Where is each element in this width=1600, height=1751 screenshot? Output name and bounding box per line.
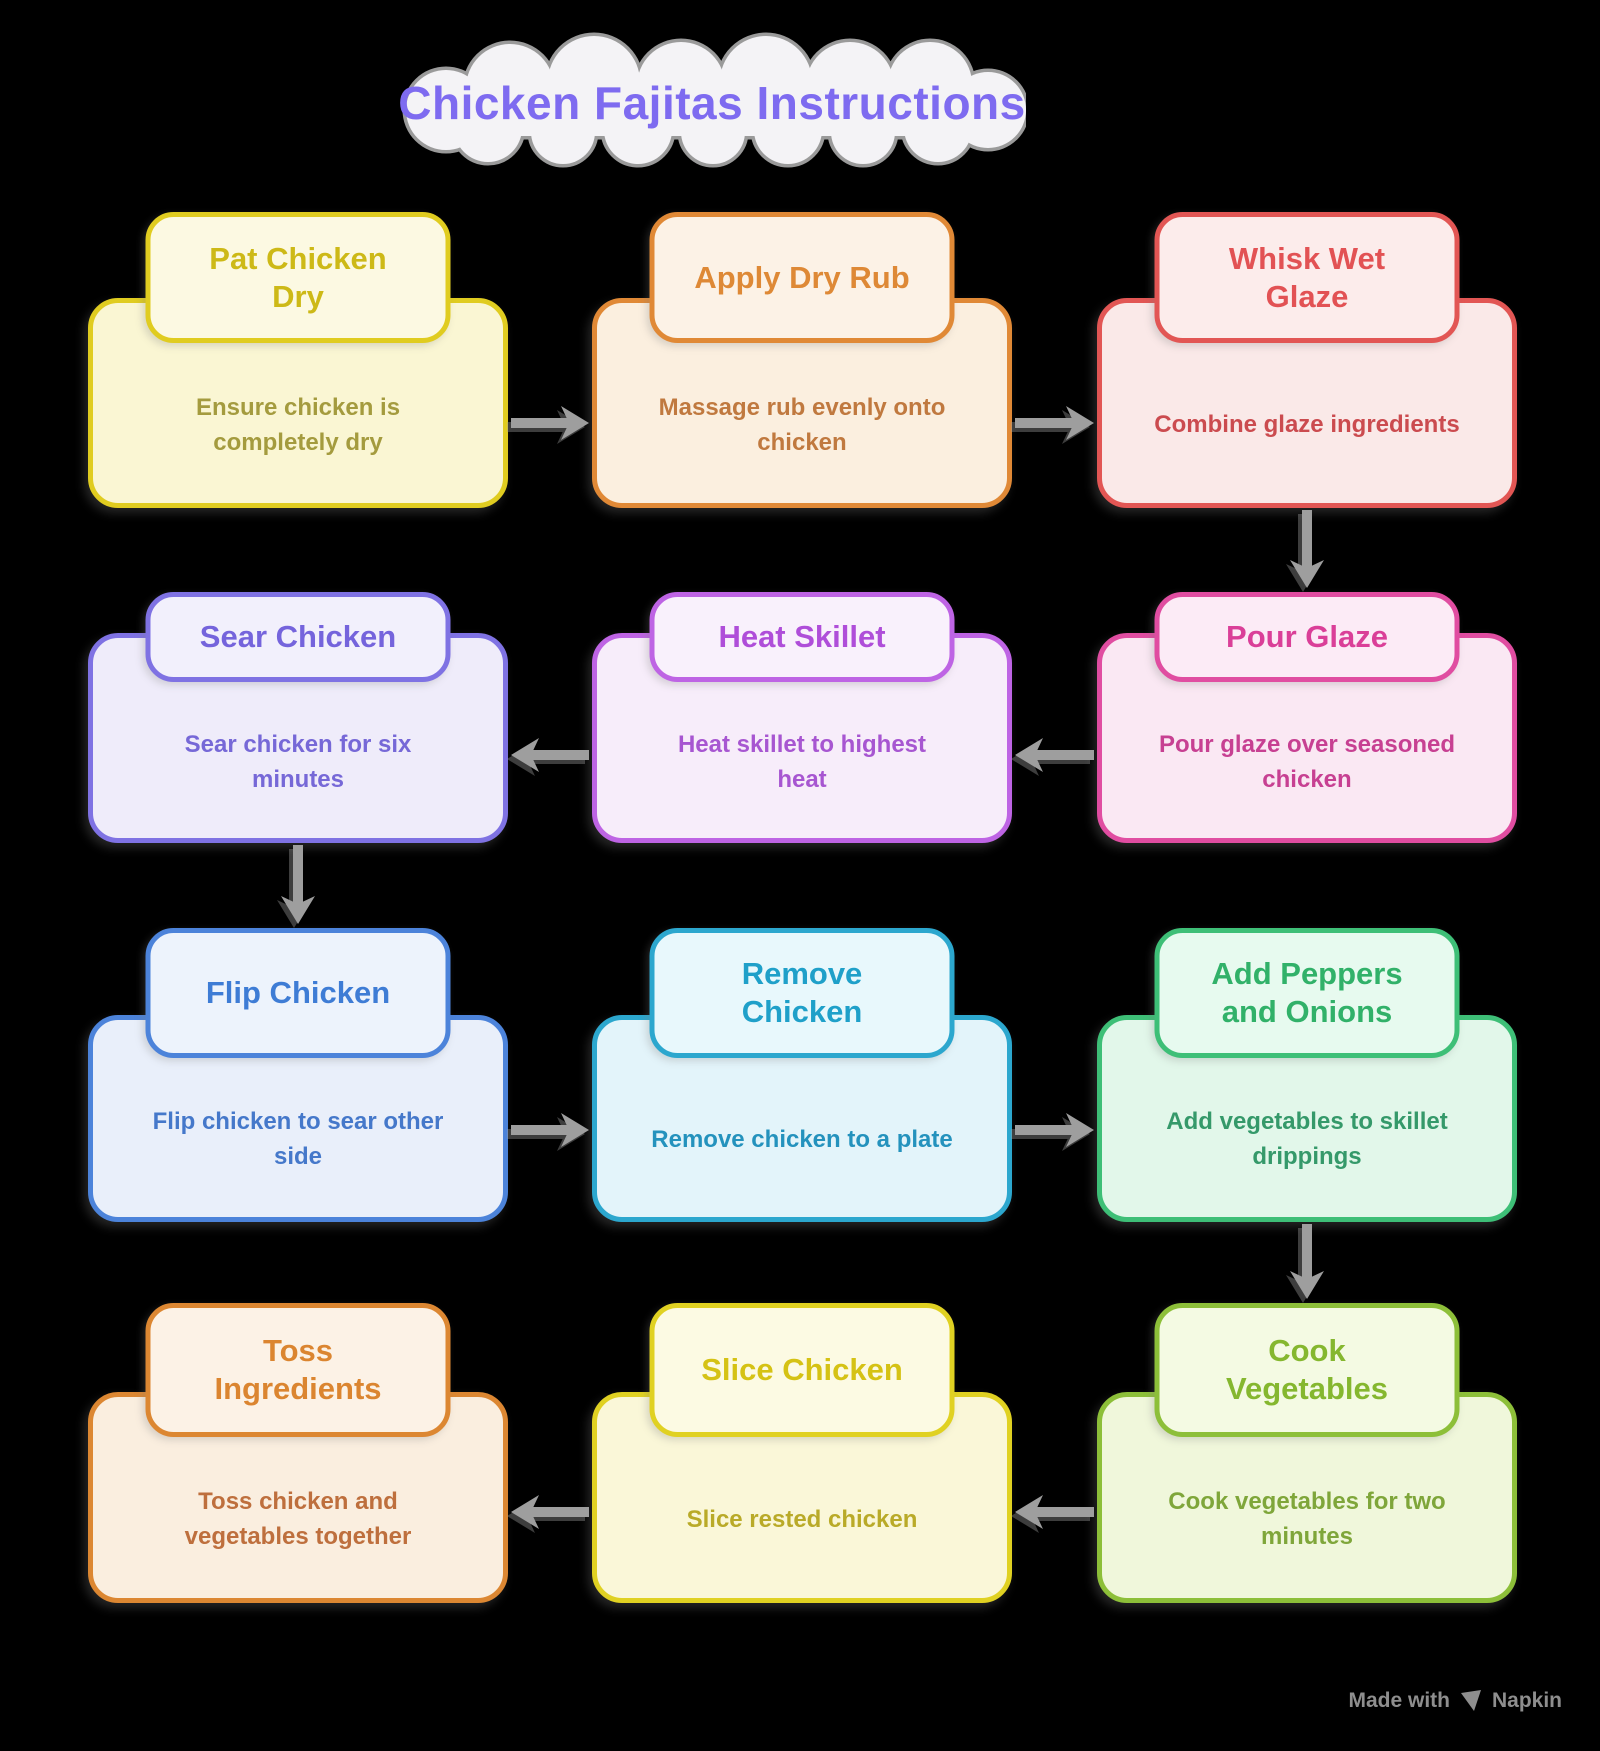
step-description: Pour glaze over seasoned chicken [1158,730,1456,793]
step-toss-ingredients: Toss chicken and vegetables together Toss… [88,1303,508,1603]
step-description: Add vegetables to skillet drippings [1166,1108,1448,1170]
title-cloud: Chicken Fajitas Instructions [398,30,1026,176]
step-whisk-wet-glaze: Combine glaze ingredients Whisk Wet Glaze [1097,212,1517,508]
step-remove-chicken: Remove chicken to a plate Remove Chicken [592,928,1012,1222]
step-pour-glaze: Pour glaze over seasoned chicken Pour Gla… [1097,592,1517,843]
arrow-down-icon [1290,510,1324,588]
napkin-logo-icon [1460,1690,1481,1711]
watermark: Made with Napkin [1348,1686,1562,1716]
step-apply-dry-rub: Massage rub evenly onto chicken Apply Dry… [592,212,1012,508]
step-title: Apply Dry Rub [694,259,910,295]
step-title-box: Sear Chicken [145,592,451,682]
step-sear-chicken: Sear chicken for six minutes Sear Chicken [88,592,508,843]
arrow-down-icon [1290,1224,1324,1299]
step-title: Whisk Wet Glaze [1228,240,1386,314]
step-slice-chicken: Slice rested chicken Slice Chicken [592,1303,1012,1603]
step-title-box: Slice Chicken [649,1303,955,1437]
step-title: Slice Chicken [701,1352,903,1388]
watermark-prefix: Made with [1348,1689,1450,1712]
arrow-left-icon [1015,738,1094,772]
step-title-box: Pat Chicken Dry [145,212,451,343]
step-title-box: Flip Chicken [145,928,451,1058]
step-description: Heat skillet to highest heat [677,730,927,793]
step-title-box: Toss Ingredients [145,1303,451,1437]
arrow-right-icon [511,1113,589,1147]
step-title-box: Whisk Wet Glaze [1154,212,1460,343]
step-title-box: Pour Glaze [1154,592,1460,682]
step-description: Combine glaze ingredients [1154,411,1460,439]
arrow-right-icon [1015,406,1094,440]
step-description: Flip chicken to sear other side [152,1108,444,1170]
step-title: Pour Glaze [1226,619,1388,655]
step-title: Add Peppers and Onions [1211,956,1403,1029]
arrow-left-icon [1015,1495,1094,1529]
step-title: Flip Chicken [205,975,391,1011]
step-title-box: Remove Chicken [649,928,955,1058]
step-description: Toss chicken and vegetables together [184,1488,412,1550]
step-title: Pat Chicken Dry [209,240,387,314]
step-title-box: Add Peppers and Onions [1154,928,1460,1058]
arrow-down-icon [281,845,315,924]
step-description: Ensure chicken is completely dry [195,393,401,456]
page-title: Chicken Fajitas Instructions [398,77,1026,129]
arrow-right-icon [1015,1113,1094,1147]
step-add-peppers-and-onions: Add vegetables to skillet drippings Add P… [1097,928,1517,1222]
step-title-box: Heat Skillet [649,592,955,682]
cloud-shape-icon [402,32,1026,168]
step-title-box: Cook Vegetables [1154,1303,1460,1437]
step-description: Slice rested chicken [686,1505,918,1533]
step-description: Remove chicken to a plate [651,1125,953,1153]
step-description: Cook vegetables for two minutes [1168,1488,1446,1550]
arrow-right-icon [511,406,589,440]
step-flip-chicken: Flip chicken to sear other side Flip Chic… [88,928,508,1222]
step-title: Heat Skillet [718,619,886,655]
arrow-left-icon [511,738,589,772]
step-heat-skillet: Heat skillet to highest heat Heat Skillet [592,592,1012,843]
step-pat-chicken-dry: Ensure chicken is completely dry Pat Chic… [88,212,508,508]
arrow-left-icon [511,1495,589,1529]
step-cook-vegetables: Cook vegetables for two minutes Cook Vege… [1097,1303,1517,1603]
step-title-box: Apply Dry Rub [649,212,955,343]
step-description: Massage rub evenly onto chicken [658,393,946,456]
step-title: Sear Chicken [199,619,397,655]
step-title: Remove Chicken [741,956,863,1029]
step-title: Toss Ingredients [214,1333,382,1406]
step-title: Cook Vegetables [1226,1333,1388,1406]
watermark-brand: Napkin [1491,1689,1562,1712]
step-description: Sear chicken for six minutes [184,730,412,793]
